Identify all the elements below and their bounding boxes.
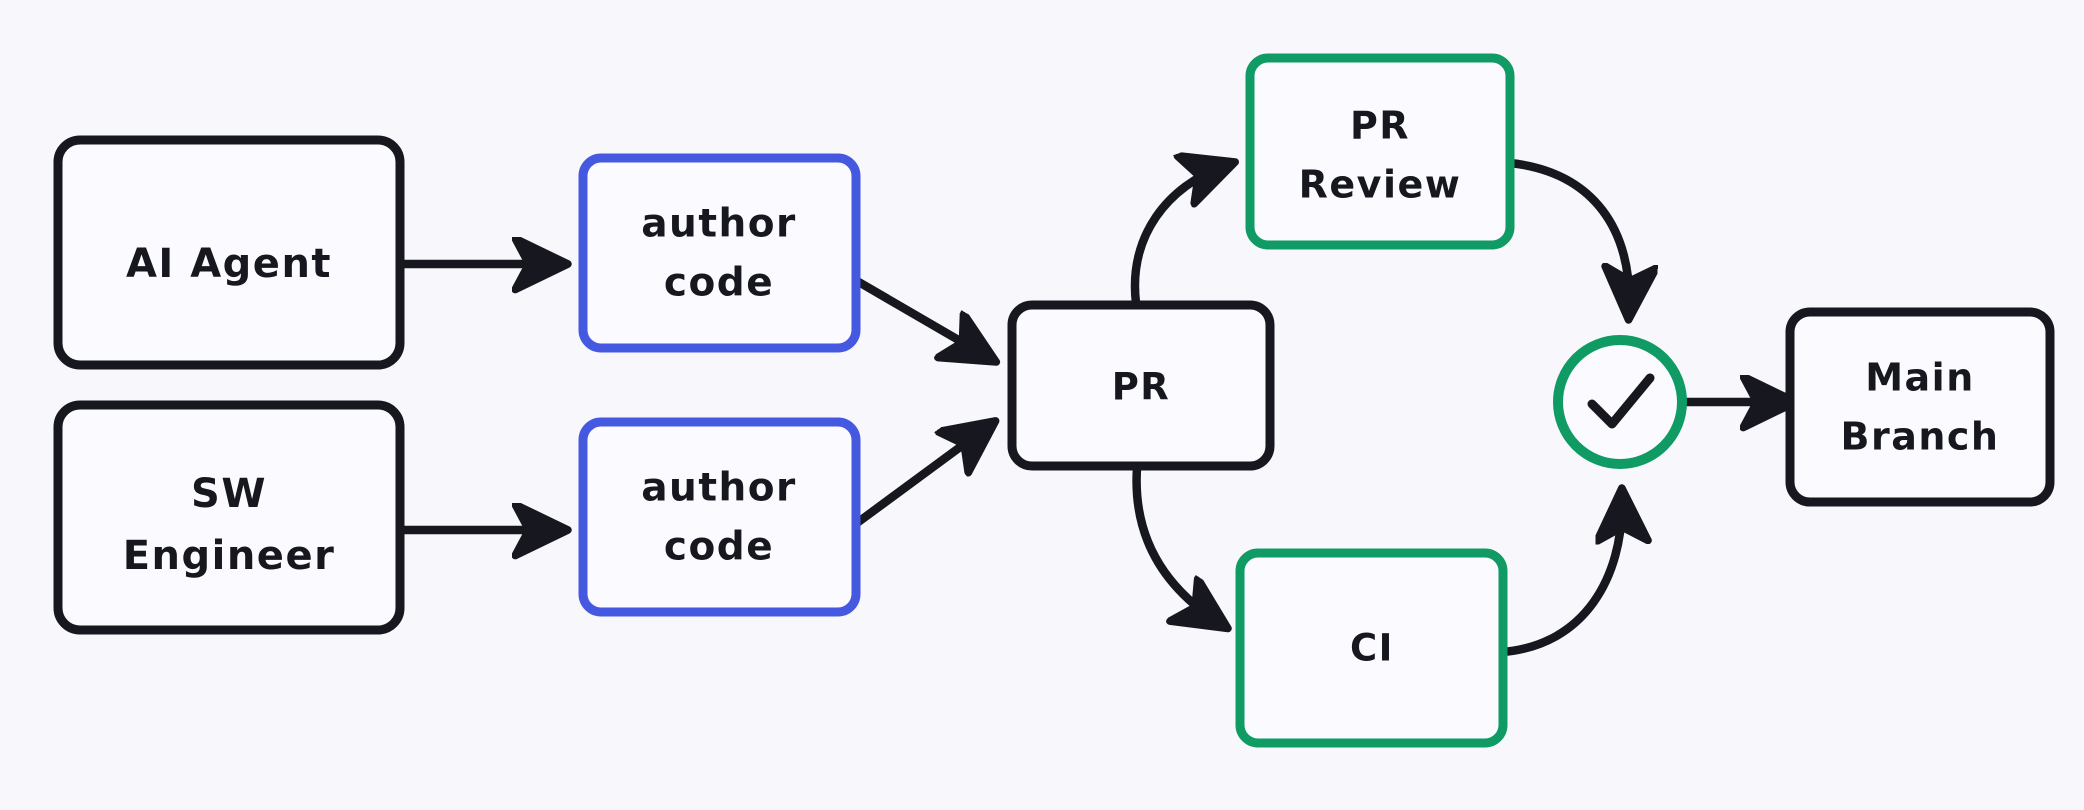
pr-label: PR (1112, 366, 1171, 409)
edge-pr-to-ci (1132, 463, 1218, 622)
main-branch-box[interactable] (1785, 307, 2055, 507)
node-sw-engineer[interactable]: SW Engineer (53, 400, 405, 635)
sw-engineer-box[interactable] (53, 400, 405, 635)
pr-review-box[interactable] (1245, 53, 1515, 250)
pr-review-label-line1: PR (1350, 104, 1410, 148)
author-code-bottom-label-line2: code (664, 525, 774, 570)
edge-layer (400, 158, 1784, 657)
author-code-bottom-label-line1: author (641, 466, 797, 511)
node-check-gate[interactable] (1553, 335, 1687, 469)
node-ci[interactable]: CI (1235, 548, 1508, 748)
node-pr[interactable]: PR (1007, 300, 1275, 471)
ai-agent-label: AI Agent (126, 241, 332, 287)
node-author-code-bottom[interactable]: author code (578, 417, 861, 617)
node-pr-review[interactable]: PR Review (1245, 53, 1515, 250)
node-main-branch[interactable]: Main Branch (1785, 307, 2055, 507)
sw-engineer-label-line1: SW (191, 471, 267, 517)
ai-agent-box[interactable] (53, 135, 405, 370)
edge-ci-to-check-gate (1498, 500, 1622, 657)
author-code-bottom-box[interactable] (578, 417, 861, 617)
node-author-code-top[interactable]: author code (578, 153, 861, 353)
sw-engineer-label-line2: Engineer (123, 533, 336, 579)
pr-box[interactable] (1007, 300, 1275, 471)
edge-author-code-bottom-to-pr (852, 428, 986, 528)
author-code-top-label-line2: code (664, 261, 774, 306)
ci-box[interactable] (1235, 548, 1508, 748)
check-gate-circle[interactable] (1553, 335, 1687, 469)
edge-pr-to-pr-review (1130, 166, 1224, 308)
author-code-top-label-line1: author (641, 202, 797, 247)
edge-pr-review-to-check-gate (1505, 158, 1629, 308)
ci-label: CI (1350, 627, 1394, 670)
node-ai-agent[interactable]: AI Agent (53, 135, 405, 370)
pr-review-label-line2: Review (1299, 163, 1462, 207)
edge-author-code-top-to-pr (852, 276, 986, 356)
main-branch-label-line1: Main (1865, 356, 1975, 400)
main-branch-label-line2: Branch (1841, 415, 2000, 459)
author-code-top-box[interactable] (578, 153, 861, 353)
check-icon (1587, 373, 1655, 429)
